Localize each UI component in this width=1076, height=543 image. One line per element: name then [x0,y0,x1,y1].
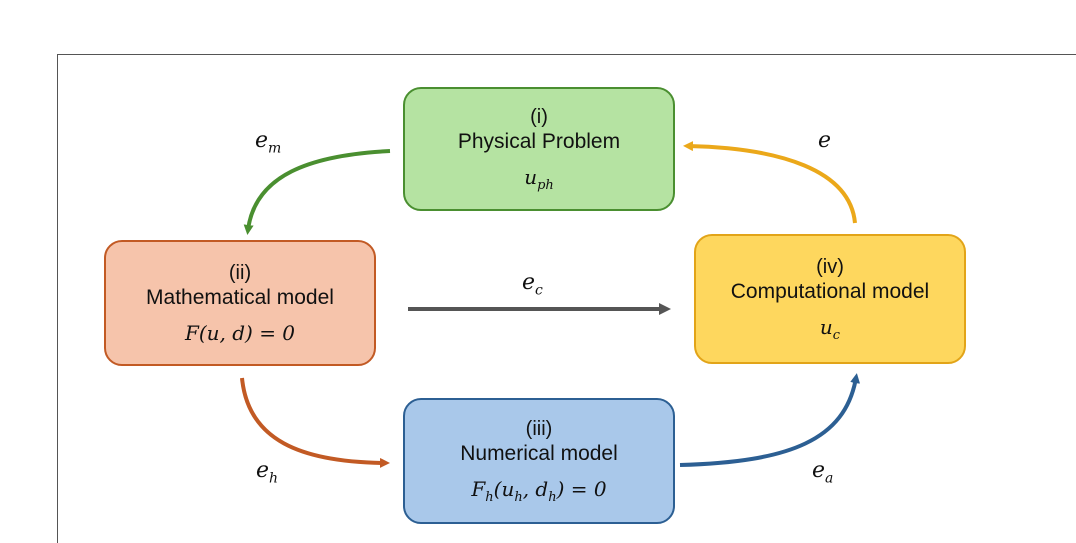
error-label-eh: eh [256,458,279,487]
node-mathematical-model: (ii) Mathematical model F(u, d) = 0 [104,240,376,366]
error-label-e: e [818,128,832,153]
node-index: (ii) [228,262,252,284]
node-title: Computational model [730,280,930,303]
node-computational-model: (iv) Computational model uc [694,234,966,364]
node-variable: uph [524,165,554,193]
arrow-mathematical-to-numerical [240,377,390,468]
arrow-numerical-to-computational [679,373,861,467]
arrow-computational-to-physical [683,141,857,224]
node-numerical-model: (iii) Numerical model Fh(uh, dh) = 0 [403,398,675,524]
node-title: Numerical model [460,442,618,465]
error-label-ea: ea [812,458,834,487]
node-physical-problem: (i) Physical Problem uph [403,87,675,211]
node-index: (iv) [816,256,844,278]
node-index: (i) [530,106,548,128]
error-label-ec: ec [522,270,543,299]
node-index: (iii) [525,418,553,440]
node-equation: Fh(uh, dh) = 0 [471,477,607,505]
diagram-frame [57,54,1076,543]
arrow-physical-to-mathematical [243,149,391,235]
node-title: Physical Problem [457,130,621,153]
node-variable: uc [819,315,841,343]
node-equation: F(u, d) = 0 [184,321,296,345]
error-label-em: em [255,128,282,157]
node-title: Mathematical model [146,286,334,309]
